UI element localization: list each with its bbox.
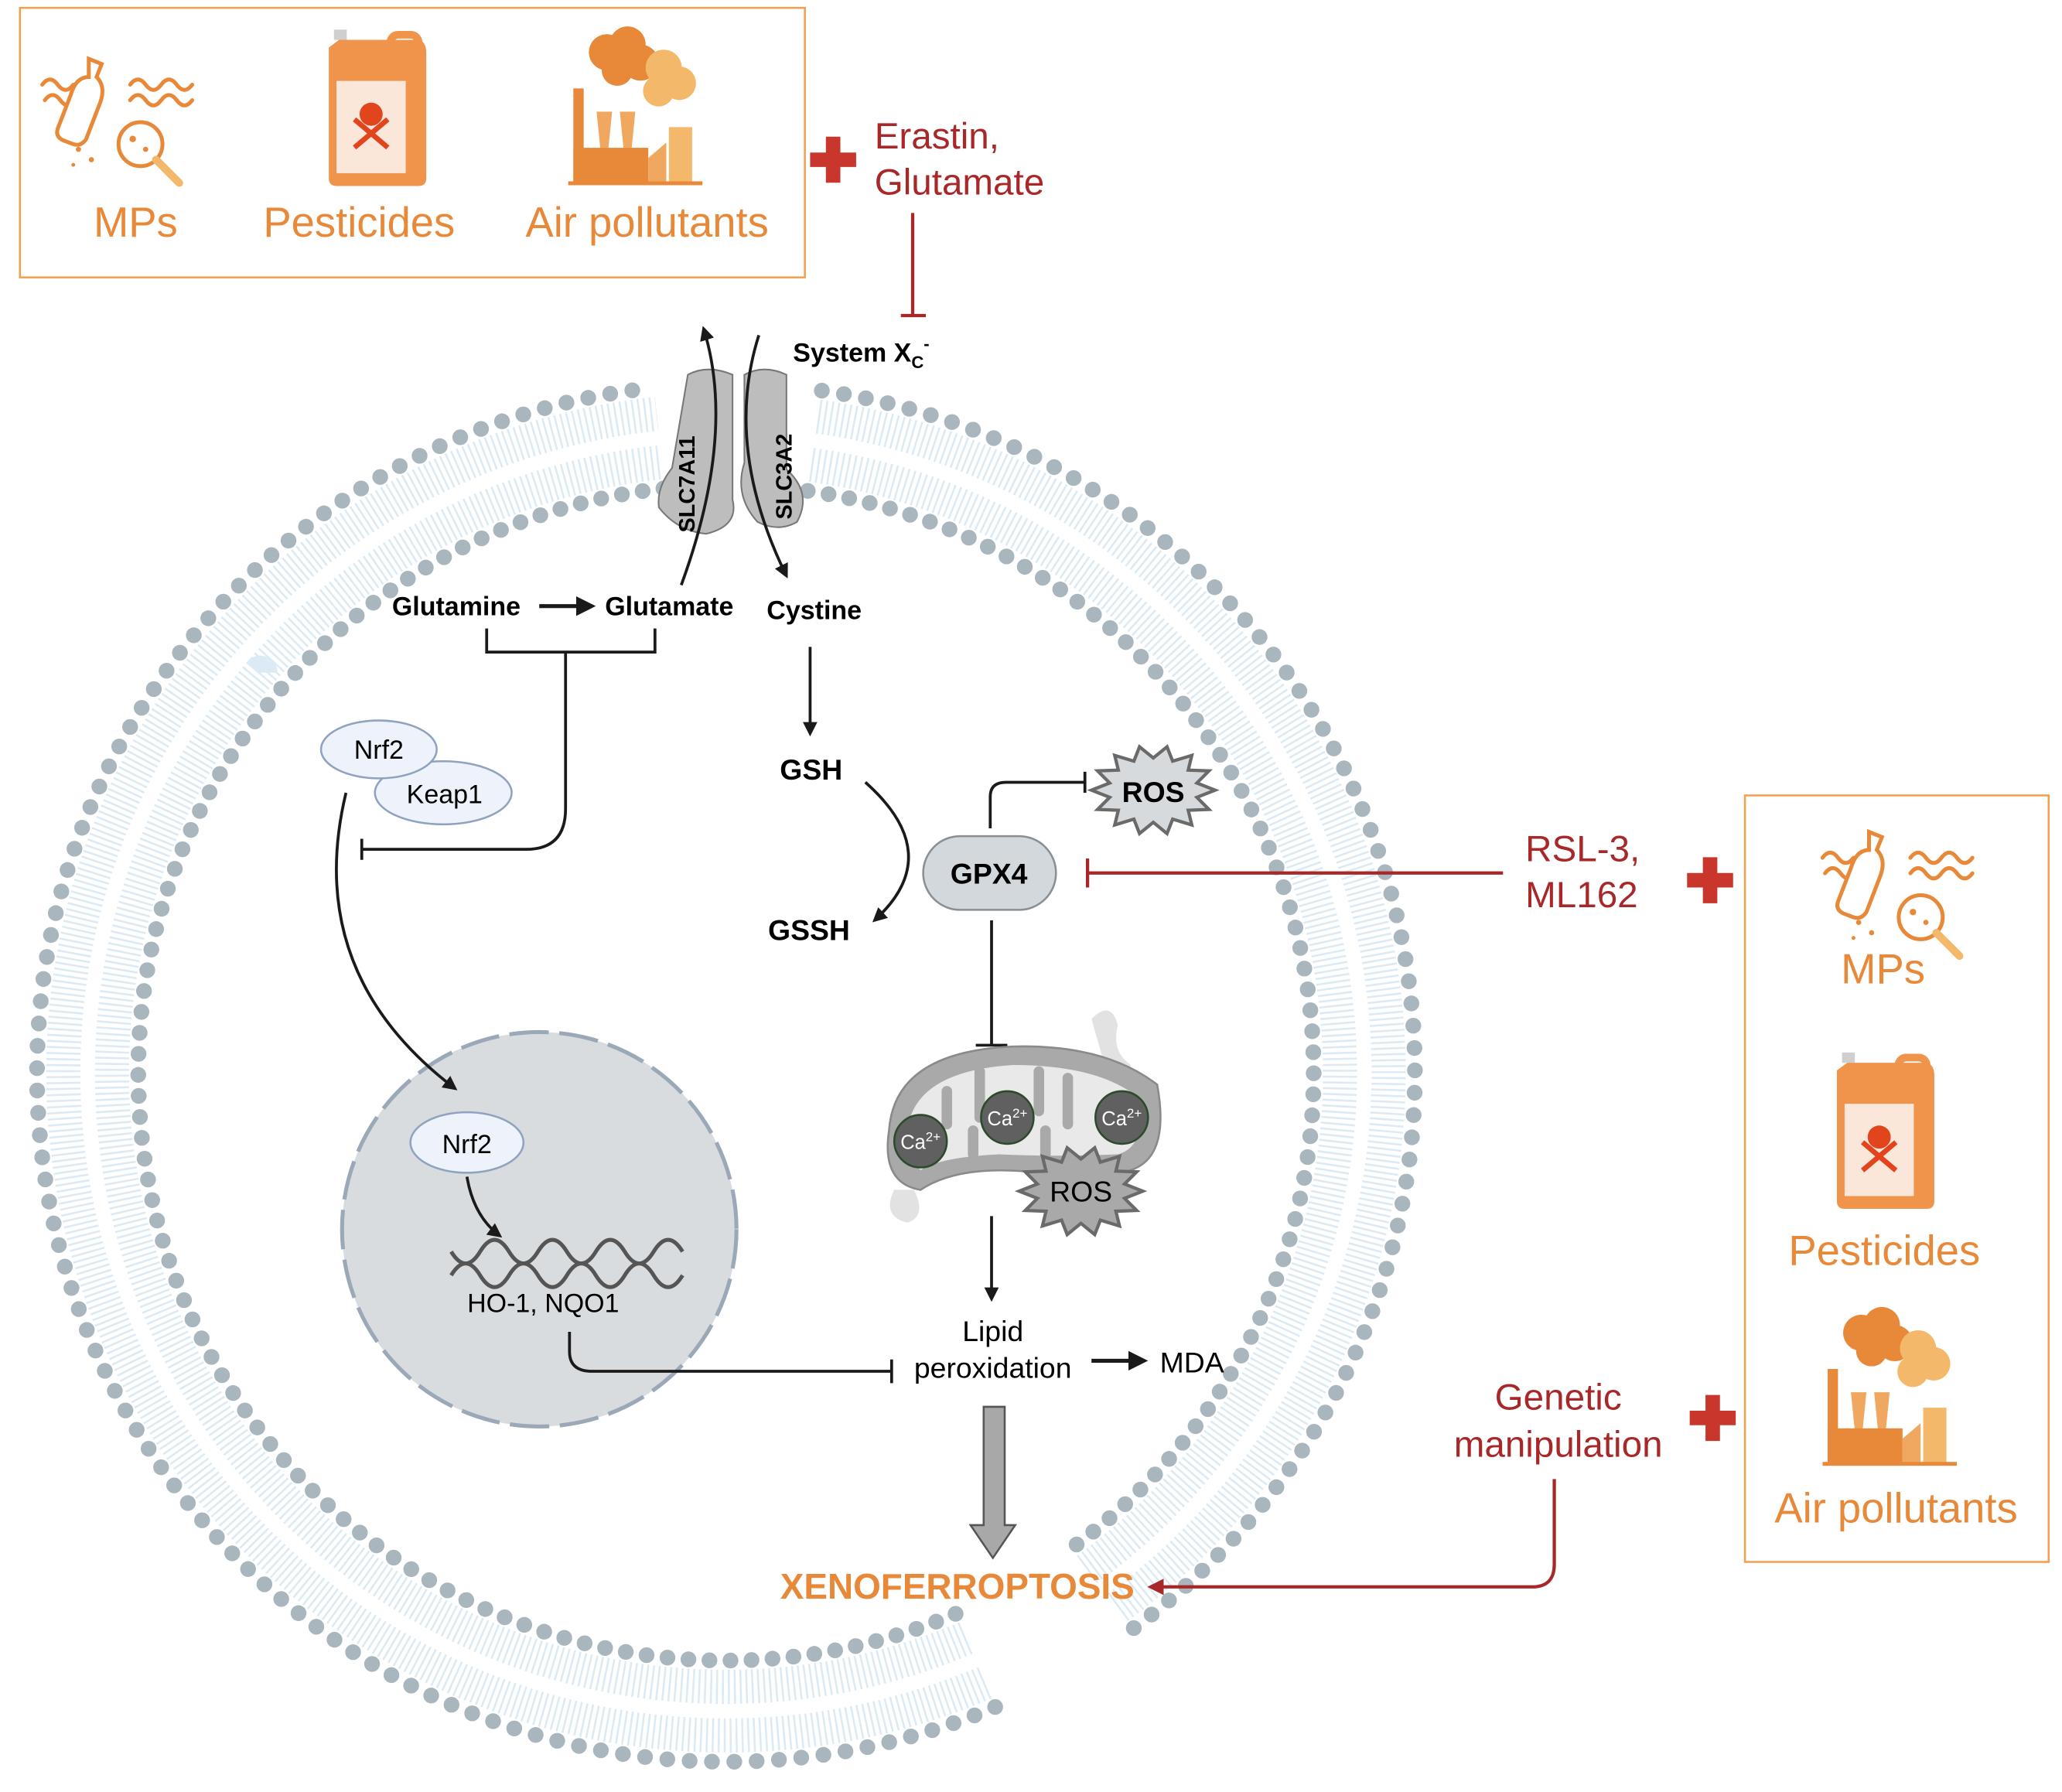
slc7a11-label: SLC7A11 [675,435,700,532]
membrane-inner-heads [130,480,964,1669]
label-mps: MPs [1841,946,1925,993]
keap1-label: Keap1 [407,780,483,810]
system-xc-transporter: SLC7A11 SLC3A2 System XC- [657,326,930,586]
glutamate-inhibits-nrf2-line [360,628,657,860]
pesticide-jerrycan-icon [329,29,426,186]
membrane-inner-heads [800,483,1322,1557]
ros-label: ROS [1122,776,1185,808]
ros-burst-icon [1014,1145,1148,1237]
rsl3-inhibition-line [1085,858,1504,888]
plus-icons [810,136,1736,1442]
nrf2-protein [319,719,438,780]
slc3a2-label: SLC3A2 [773,434,797,520]
erastin-label: Erastin, [875,116,999,157]
label-pesticides: Pesticides [1788,1227,1980,1274]
mito-ros-label: ROS [1050,1176,1112,1208]
plus-icon [1689,1394,1736,1442]
genes-inhibit-lipid-peroxidation-line [568,1332,893,1384]
calcium-ion: Ca2+ [1094,1090,1149,1145]
rsl3-label: RSL-3, [1525,828,1640,869]
lipid-label: Lipid [962,1315,1023,1347]
gsh-to-gssh-arrow [864,781,910,923]
erastin-inhibition-line [900,213,927,318]
nrf2-translocation-arrow [335,792,458,1091]
gpx4-inhibits-ros-line [988,771,1087,828]
ros-burst-icon [1087,744,1220,837]
nuclear-nrf2-protein [409,1111,525,1174]
gpx4-protein [922,835,1057,911]
nucleus [340,1029,739,1428]
plus-icon [1687,857,1733,903]
gssh-label: GSSH [768,913,850,946]
ros-burst-shape [1014,1145,1148,1237]
cell-membrane [29,380,1423,1770]
cystine-label: Cystine [766,596,862,626]
svg-text:Ca2+: Ca2+ [900,1130,941,1154]
cystine-import-arrow [744,334,788,579]
gpx4-label: GPX4 [951,857,1028,889]
genetic-arrow [1147,1479,1556,1596]
svg-text:Ca2+: Ca2+ [1101,1106,1142,1130]
calcium-ion: Ca2+ [893,1114,948,1169]
membrane-lipid-tails [46,397,992,1753]
glutamate-export-arrow [680,326,718,586]
label-air-pollutants: Air pollutants [1774,1485,2017,1532]
nuclear-nrf2-label: Nrf2 [442,1130,492,1159]
calcium-ion: Ca2+ [980,1090,1035,1145]
system-xc-label: System XC- [793,334,929,372]
damaged-mitochondrion-icon: Ca2+ Ca2+ Ca2+ ROS [886,1010,1162,1237]
gpx4-inhibits-mitochondria-line [975,920,1008,1047]
pollutant-box-right: MPs Pesticides Air pollutants [1743,794,2050,1563]
membrane-outer-heads [29,380,1003,1770]
pollutant-box-top: MPs Pesticides Air pollutants [19,6,806,278]
svg-text:Ca2+: Ca2+ [987,1106,1027,1130]
pesticide-jerrycan-icon [1837,1053,1934,1209]
nrf2-to-dna-arrow [465,1176,503,1238]
label-mps: MPs [94,199,178,246]
glutamate-inhibitor-label: Glutamate [875,162,1045,203]
genetic-label: Genetic [1495,1377,1622,1418]
plus-icon [810,136,856,183]
dna-icon [449,1237,684,1289]
glutamine-label: Glutamine [392,592,521,622]
big-gray-arrow [968,1405,1018,1560]
xenoferroptosis-label: XENOFERROPTOSIS [780,1566,1135,1606]
keap1-protein [374,759,513,826]
membrane-lipid-tails [815,399,1406,1623]
label-air-pollutants: Air pollutants [525,199,768,246]
ml162-label: ML162 [1525,875,1637,916]
ros-burst-shape [1087,744,1220,837]
mda-label: MDA [1160,1347,1224,1379]
glutamate-label: Glutamate [605,592,733,622]
gsh-label: GSH [780,753,842,786]
membrane-outer-heads [814,382,1423,1638]
nrf2-label: Nrf2 [354,736,404,765]
genes-label: HO-1, NQO1 [467,1289,619,1319]
peroxidation-label: peroxidation [914,1352,1072,1384]
label-pesticides: Pesticides [263,199,455,246]
membrane-lipid-tails [809,448,1357,1584]
manipulation-label: manipulation [1454,1425,1663,1466]
